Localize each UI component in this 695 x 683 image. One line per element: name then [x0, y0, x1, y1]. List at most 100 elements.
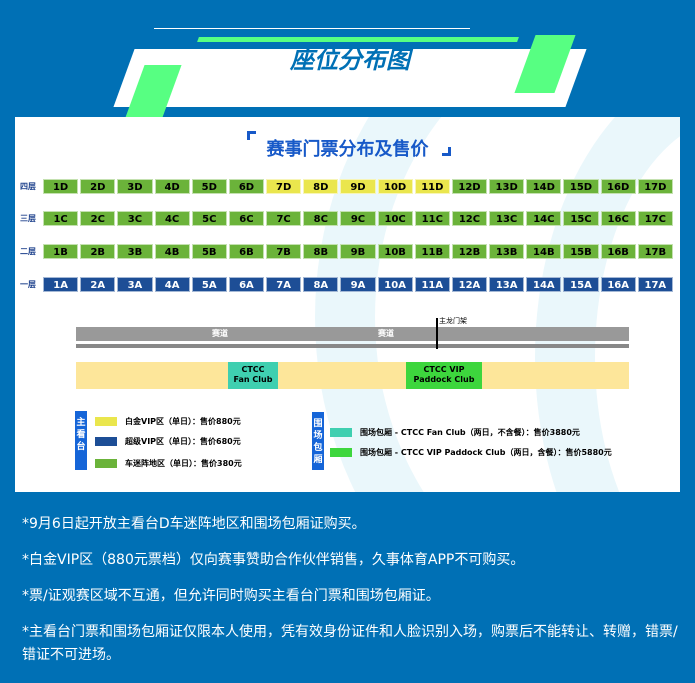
vip-paddock-club-area[interactable]: CTCC VIP Paddock Club: [406, 362, 482, 389]
banner-line: [154, 28, 470, 29]
legend-text: 围场包厢 - CTCC Fan Club（两日，不含餐）：售价3880元: [360, 428, 580, 437]
seat-section[interactable]: 11D: [414, 179, 450, 194]
seat-section[interactable]: 6C: [228, 211, 265, 226]
seat-section[interactable]: 5A: [191, 277, 227, 292]
seat-section[interactable]: 16B: [600, 244, 636, 259]
seat-section[interactable]: 11B: [414, 244, 450, 259]
legend-item-super-vip: 超级VIP区（单日）：售价680元: [95, 436, 241, 447]
seat-section[interactable]: 16D: [600, 179, 636, 194]
seat-section[interactable]: 15B: [563, 244, 599, 259]
seat-section[interactable]: 10C: [377, 211, 413, 226]
seat-section[interactable]: 4B: [154, 244, 190, 259]
seat-section[interactable]: 12D: [451, 179, 488, 194]
seat-section[interactable]: 3D: [117, 179, 153, 194]
seat-section[interactable]: 6B: [228, 244, 265, 259]
seat-section[interactable]: 17B: [637, 244, 673, 259]
seat-section[interactable]: 13D: [489, 179, 525, 194]
seat-section[interactable]: 11A: [414, 277, 450, 292]
seat-section[interactable]: 16C: [600, 211, 636, 226]
seat-section[interactable]: 4D: [154, 179, 190, 194]
seat-section[interactable]: 17A: [637, 277, 673, 292]
seat-section[interactable]: 6D: [228, 179, 265, 194]
seat-section[interactable]: 1D: [43, 179, 79, 194]
seat-section[interactable]: 7C: [266, 211, 302, 226]
section-title: 赛事门票分布及售价: [266, 139, 429, 160]
seat-section[interactable]: 15A: [563, 277, 599, 292]
seat-section[interactable]: 9B: [340, 244, 376, 259]
seat-section[interactable]: 17C: [637, 211, 673, 226]
title-corner-icon: [442, 147, 451, 156]
legend-text: 白金VIP区（单日）：售价880元: [125, 417, 241, 426]
track-edge: [76, 344, 629, 348]
track-label: 赛道: [212, 329, 228, 338]
seat-section[interactable]: 4A: [154, 277, 190, 292]
note: *9月6日起开放主看台D车迷阵地区和围场包厢证购买。: [22, 516, 366, 532]
seat-section[interactable]: 6A: [228, 277, 265, 292]
seat-section[interactable]: 14C: [526, 211, 562, 226]
seat-section[interactable]: 5C: [191, 211, 227, 226]
seat-section[interactable]: 8A: [303, 277, 339, 292]
seat-section[interactable]: 13C: [489, 211, 525, 226]
seat-section[interactable]: 8B: [303, 244, 339, 259]
seat-section[interactable]: 8C: [303, 211, 339, 226]
seat-section[interactable]: 3C: [117, 211, 153, 226]
seat-section[interactable]: 14A: [526, 277, 562, 292]
seat-section[interactable]: 3B: [117, 244, 153, 259]
seat-section[interactable]: 7A: [266, 277, 302, 292]
seat-section[interactable]: 9D: [340, 179, 376, 194]
seat-section[interactable]: 15D: [563, 179, 599, 194]
race-track: [76, 327, 629, 341]
seat-section[interactable]: 14D: [526, 179, 562, 194]
seat-section[interactable]: 9A: [340, 277, 376, 292]
seat-section[interactable]: 10D: [377, 179, 413, 194]
title-corner-icon: [247, 131, 256, 140]
yellow-swatch: [95, 417, 117, 426]
seat-section[interactable]: 5D: [191, 179, 227, 194]
legend-item-platinum: 白金VIP区（单日）：售价880元: [95, 416, 241, 427]
legend-text: 超级VIP区（单日）：售价680元: [125, 437, 241, 446]
legend-item-vip-club: 围场包厢 - CTCC VIP Paddock Club（两日，含餐）：售价58…: [330, 447, 612, 458]
seat-section[interactable]: 10B: [377, 244, 413, 259]
seat-section[interactable]: 2C: [80, 211, 116, 226]
seat-section[interactable]: 5B: [191, 244, 227, 259]
seat-section[interactable]: 13A: [489, 277, 525, 292]
page-title: 座位分布图: [290, 46, 410, 74]
floor-label: 一层: [20, 280, 36, 289]
paddock-tag: 围场包厢: [312, 412, 324, 470]
seat-section[interactable]: 3A: [117, 277, 153, 292]
seat-section[interactable]: 2D: [80, 179, 116, 194]
legend-item-fan-zone: 车迷阵地区（单日）：售价380元: [95, 458, 242, 469]
seat-section[interactable]: 14B: [526, 244, 562, 259]
seat-section[interactable]: 11C: [414, 211, 450, 226]
seat-section[interactable]: 9C: [340, 211, 376, 226]
seat-section[interactable]: 2A: [80, 277, 116, 292]
seat-section[interactable]: 10A: [377, 277, 413, 292]
gantry-marker: [436, 318, 438, 349]
seat-section[interactable]: 12A: [451, 277, 488, 292]
seat-section[interactable]: 12B: [451, 244, 488, 259]
seat-section[interactable]: 1B: [43, 244, 79, 259]
seat-section[interactable]: 1A: [43, 277, 79, 292]
seat-section[interactable]: 7B: [266, 244, 302, 259]
seat-section[interactable]: 4C: [154, 211, 190, 226]
seat-section[interactable]: 15C: [563, 211, 599, 226]
gantry-label: 主龙门架: [439, 317, 467, 325]
seat-section[interactable]: 16A: [600, 277, 636, 292]
seat-section[interactable]: 13B: [489, 244, 525, 259]
fan-club-area[interactable]: CTCC Fan Club: [228, 362, 278, 389]
seat-section[interactable]: 2B: [80, 244, 116, 259]
seat-section[interactable]: 12C: [451, 211, 488, 226]
legend-text: 车迷阵地区（单日）：售价380元: [125, 459, 242, 468]
seat-section[interactable]: 7D: [266, 179, 302, 194]
note: *票/证观赛区域不互通，但允许同时购买主看台门票和围场包厢证。: [22, 588, 440, 604]
floor-label: 二层: [20, 247, 36, 256]
seat-section[interactable]: 17D: [637, 179, 673, 194]
seat-section[interactable]: 8D: [303, 179, 339, 194]
seat-section[interactable]: 1C: [43, 211, 79, 226]
paddock-band: [76, 362, 629, 389]
